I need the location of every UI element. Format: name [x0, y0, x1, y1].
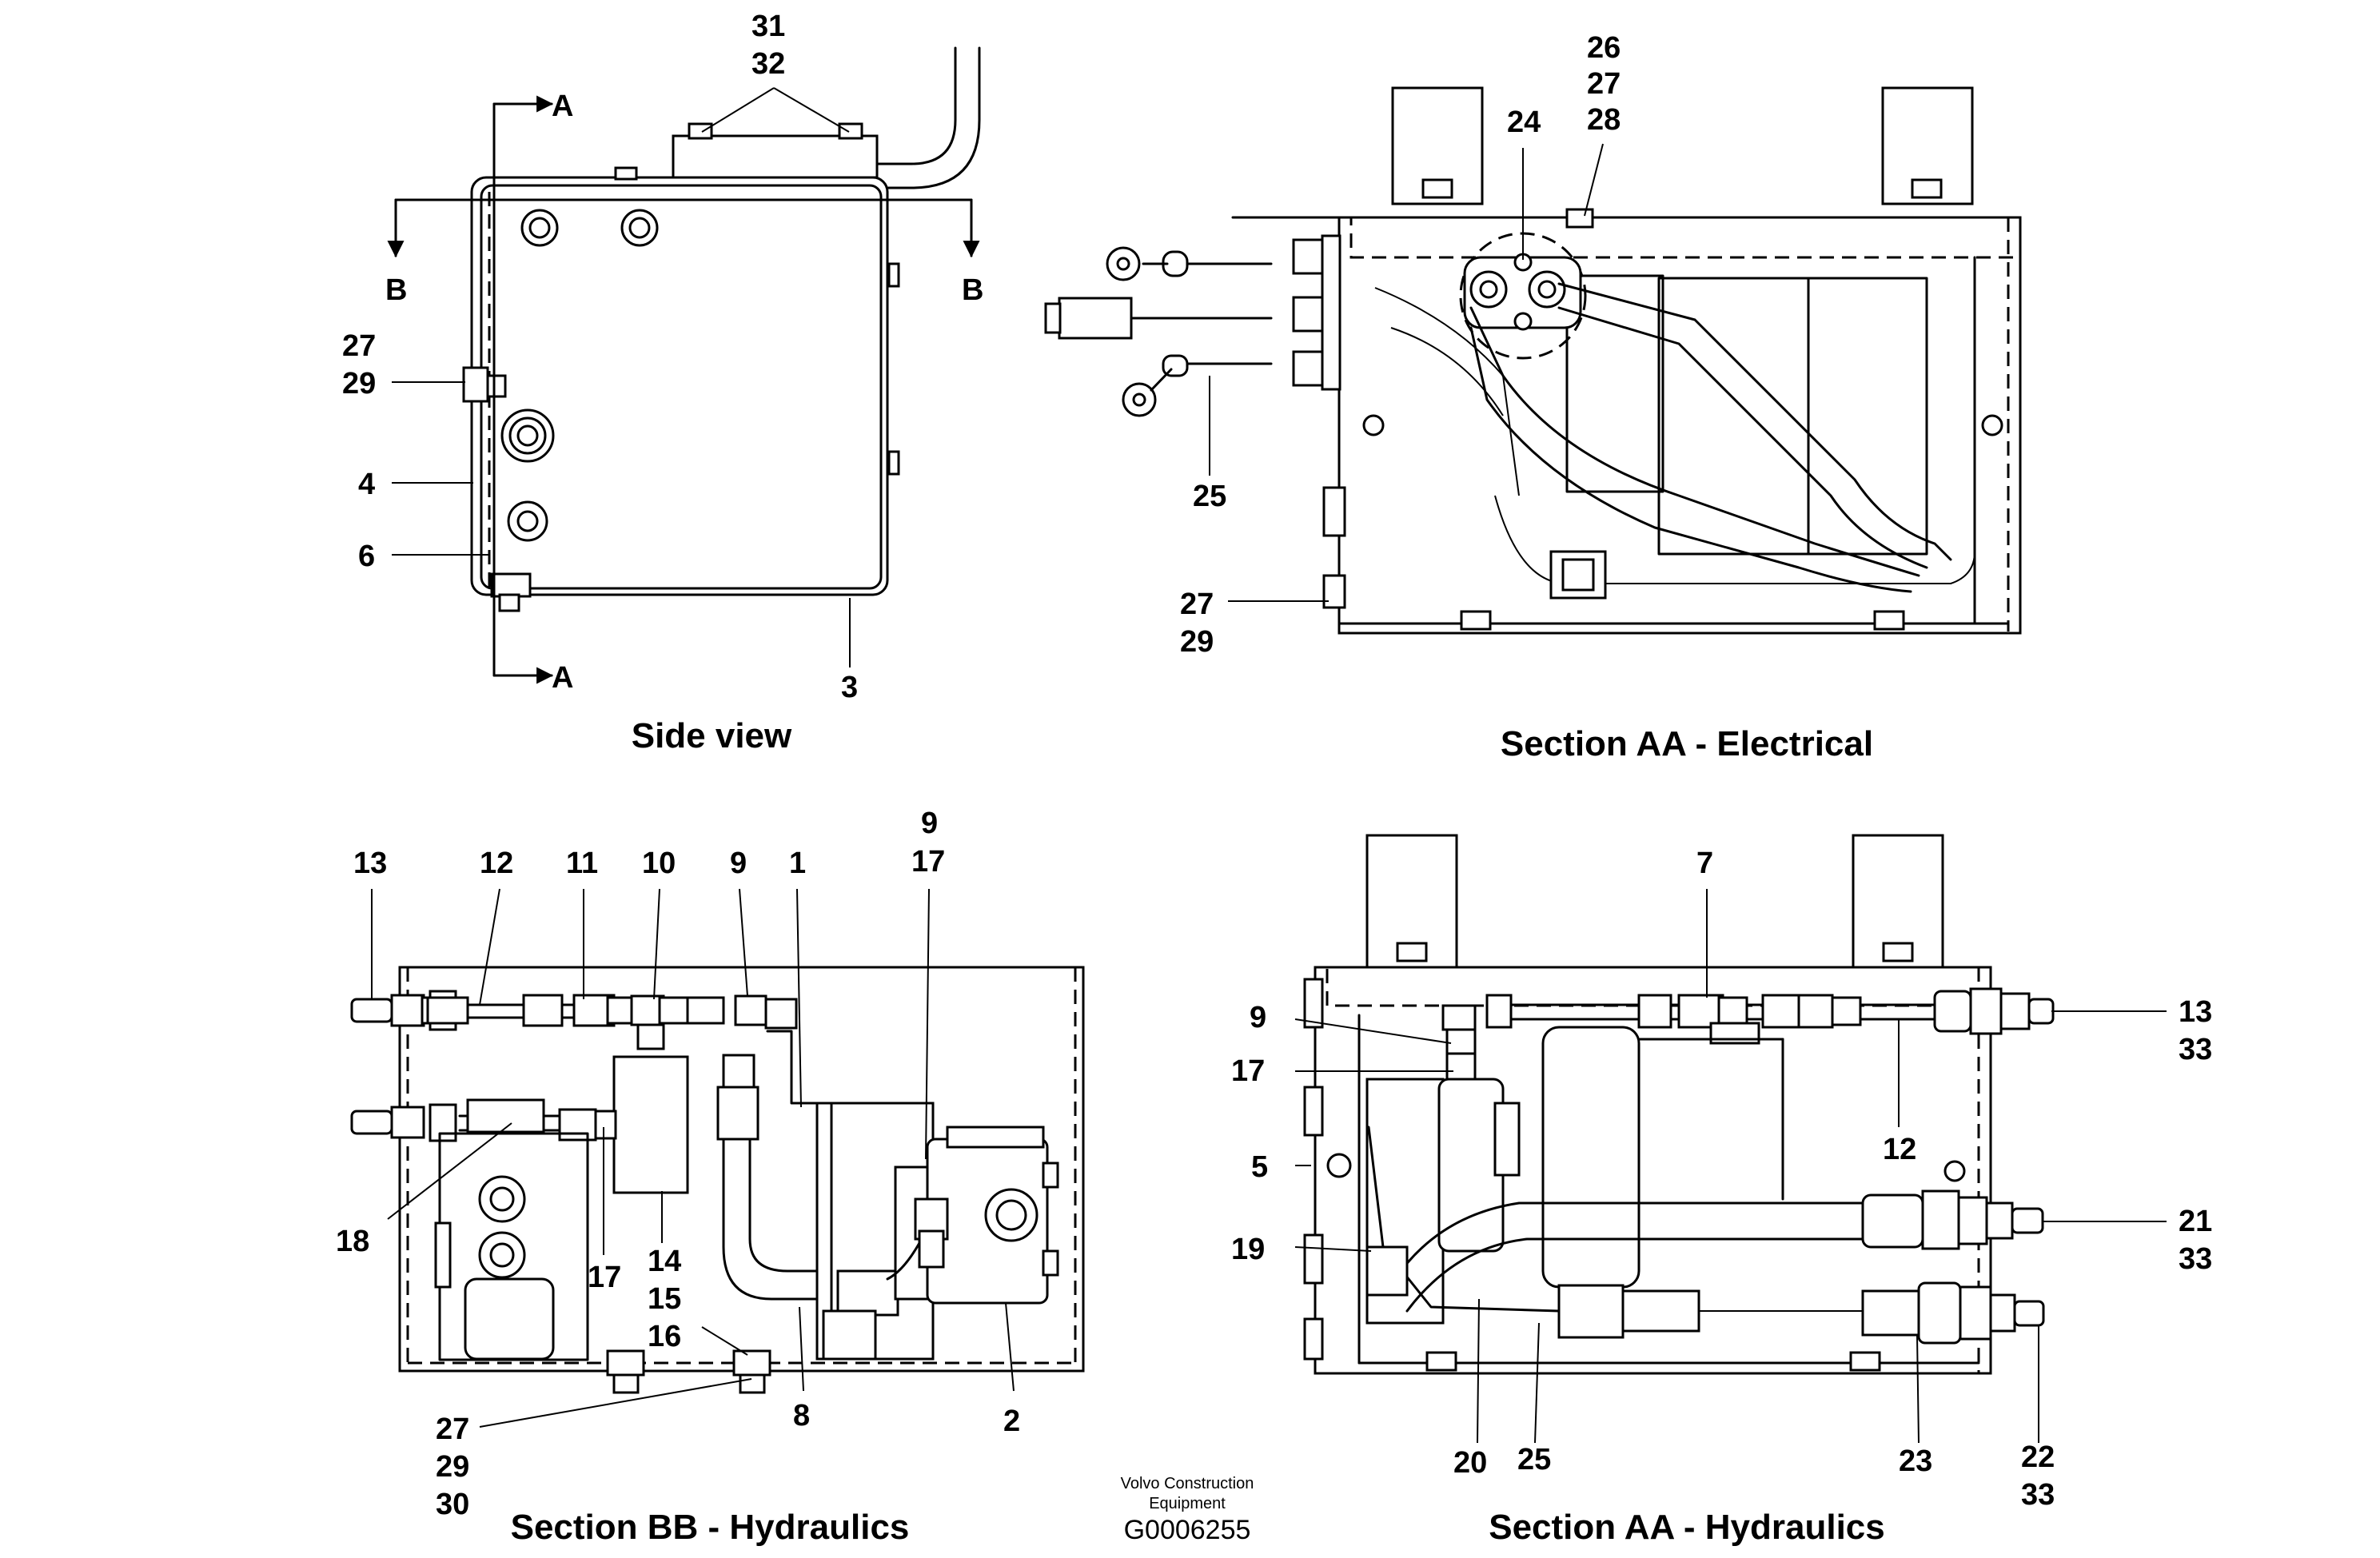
callout-13-bb: 13 — [353, 847, 387, 880]
section-bb-hydraulics-drawing — [350, 888, 1085, 1428]
title-side-view: Side view — [632, 716, 792, 755]
callout-25-electrical: 25 — [1193, 480, 1226, 513]
callout-29-bb: 29 — [436, 1450, 469, 1484]
section-marker-b-left: B — [385, 273, 407, 307]
callout-27-electrical-b: 27 — [1180, 588, 1214, 621]
side-view-drawing — [387, 46, 981, 684]
callout-27-electrical: 27 — [1587, 67, 1621, 101]
section-marker-b-right: B — [962, 273, 983, 307]
section-marker-a-top: A — [552, 90, 573, 123]
company-name: Volvo Construction — [1121, 1475, 1254, 1492]
callout-15-bb: 15 — [648, 1282, 681, 1316]
callout-32: 32 — [751, 47, 785, 81]
callout-17-bb: 17 — [588, 1261, 621, 1294]
title-section-aa-hydraulics: Section AA - Hydraulics — [1489, 1508, 1885, 1547]
callout-18-bb: 18 — [336, 1225, 369, 1258]
callout-20-aa: 20 — [1453, 1446, 1487, 1480]
callout-12-aa: 12 — [1883, 1133, 1916, 1166]
callout-13-aa: 13 — [2179, 995, 2212, 1029]
callout-7-aa: 7 — [1696, 847, 1713, 880]
drawing-code: G0006255 — [1124, 1515, 1251, 1545]
callout-31: 31 — [751, 10, 785, 43]
callout-22-aa: 22 — [2021, 1440, 2055, 1474]
callout-5-aa: 5 — [1251, 1150, 1268, 1184]
callout-9-aa: 9 — [1250, 1001, 1266, 1034]
callout-24: 24 — [1507, 106, 1541, 139]
callout-2-bb: 2 — [1003, 1405, 1020, 1438]
callout-14-bb: 14 — [648, 1245, 681, 1278]
callout-25-aa: 25 — [1517, 1443, 1551, 1476]
callout-19-aa: 19 — [1231, 1233, 1265, 1266]
callout-9-bb: 9 — [730, 847, 747, 880]
callout-6: 6 — [358, 540, 375, 573]
section-aa-hydraulics-drawing — [1294, 834, 2167, 1444]
callout-28: 28 — [1587, 103, 1621, 137]
callout-33-aa-b: 33 — [2179, 1242, 2212, 1276]
callout-27-bb: 27 — [436, 1413, 469, 1446]
callout-21-aa: 21 — [2179, 1205, 2212, 1238]
callout-30-bb: 30 — [436, 1488, 469, 1521]
callout-17-bb-b: 17 — [911, 845, 945, 879]
callout-17-aa: 17 — [1231, 1054, 1265, 1088]
callout-26: 26 — [1587, 31, 1621, 65]
title-section-bb-hydraulics: Section BB - Hydraulics — [511, 1508, 910, 1547]
callout-3: 3 — [841, 671, 858, 704]
callout-33-aa-a: 33 — [2179, 1033, 2212, 1066]
callout-1-bb: 1 — [789, 847, 806, 880]
callout-23-aa: 23 — [1899, 1444, 1932, 1478]
callout-29-electrical-b: 29 — [1180, 625, 1214, 659]
callout-29: 29 — [342, 367, 376, 400]
section-marker-a-bottom: A — [552, 661, 573, 695]
callout-9-bb-b: 9 — [921, 807, 938, 840]
callout-11-bb: 11 — [566, 847, 598, 880]
callout-12-bb: 12 — [480, 847, 513, 880]
company-name-line2: Equipment — [1149, 1495, 1226, 1512]
callout-16-bb: 16 — [648, 1320, 681, 1353]
section-aa-electrical-drawing — [1044, 86, 2022, 635]
callout-33-aa-c: 33 — [2021, 1478, 2055, 1512]
callout-10-bb: 10 — [642, 847, 676, 880]
title-section-aa-electrical: Section AA - Electrical — [1501, 724, 1873, 763]
callout-4: 4 — [358, 468, 375, 501]
callout-27: 27 — [342, 329, 376, 363]
callout-8-bb: 8 — [793, 1399, 810, 1432]
